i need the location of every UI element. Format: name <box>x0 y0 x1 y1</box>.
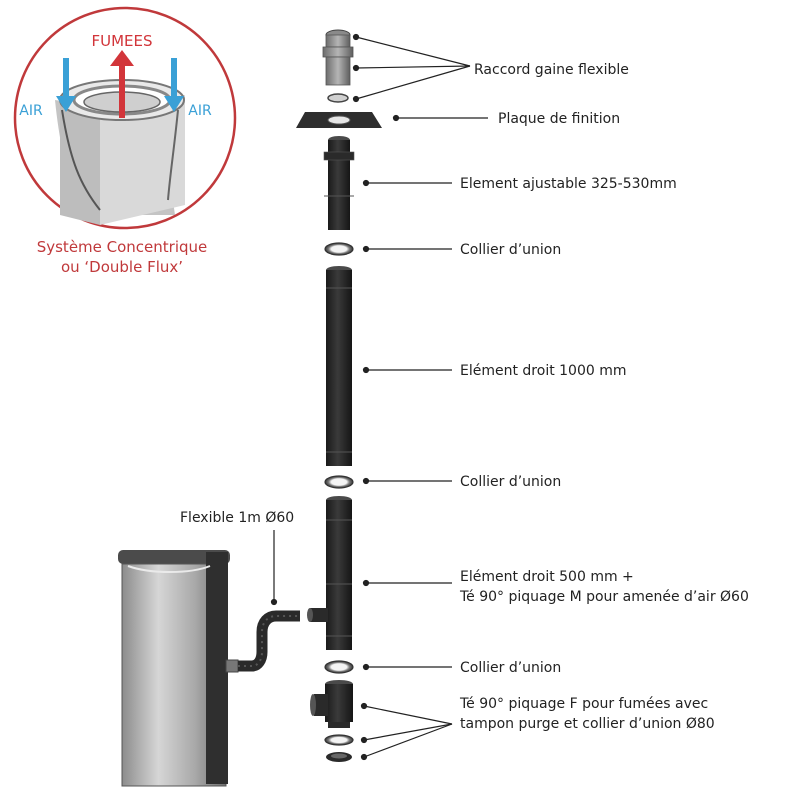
inset-caption-line1: Système Concentrique <box>37 238 208 256</box>
label-plaque-finition: Plaque de finition <box>498 111 620 127</box>
collier-union-3 <box>324 660 354 674</box>
air-right-arrow-icon <box>164 96 184 112</box>
fumees-arrow-icon <box>110 50 134 66</box>
te-piquage-f <box>310 680 353 728</box>
label-raccord-gaine: Raccord gaine flexible <box>474 62 629 78</box>
label-flexible: Flexible 1m Ø60 <box>180 510 294 526</box>
element-droit-500-te <box>307 496 352 650</box>
collier-union-1 <box>324 242 354 256</box>
air-right-label: AIR <box>188 103 212 119</box>
label-element-droit-500-line1: Elément droit 500 mm + <box>460 569 634 585</box>
label-element-droit-1000: Elément droit 1000 mm <box>460 363 627 379</box>
concentric-system-inset: FUMEES AIR AIR Système Concentrique ou ‘… <box>13 6 237 276</box>
label-element-ajustable: Element ajustable 325-530mm <box>460 176 677 192</box>
label-te-line2: tampon purge et collier d’union Ø80 <box>460 716 715 732</box>
tampon-purge <box>326 752 352 762</box>
fumees-label: FUMEES <box>91 32 152 50</box>
flue-components <box>296 29 382 762</box>
label-te-line1: Té 90° piquage F pour fumées avec <box>459 696 708 712</box>
air-left-label: AIR <box>19 103 43 119</box>
flexible-hose <box>238 610 300 672</box>
collier-union-4 <box>324 734 354 746</box>
inset-caption-line2: ou ‘Double Flux’ <box>61 258 183 276</box>
label-collier-2: Collier d’union <box>460 474 561 490</box>
label-collier-3: Collier d’union <box>460 660 561 676</box>
plaque-de-finition <box>296 112 382 128</box>
raccord-gaine-flexible <box>322 29 354 103</box>
stove <box>118 550 239 787</box>
collier-union-2 <box>324 475 354 489</box>
component-labels: Raccord gaine flexible Plaque de finitio… <box>180 62 749 732</box>
element-ajustable <box>323 136 355 230</box>
label-element-droit-500-line2: Té 90° piquage M pour amenée d’air Ø60 <box>459 589 749 605</box>
label-collier-1: Collier d’union <box>460 242 561 258</box>
leader-lines <box>270 33 488 761</box>
element-droit-1000 <box>326 266 352 466</box>
air-left-arrow-icon <box>56 96 76 112</box>
